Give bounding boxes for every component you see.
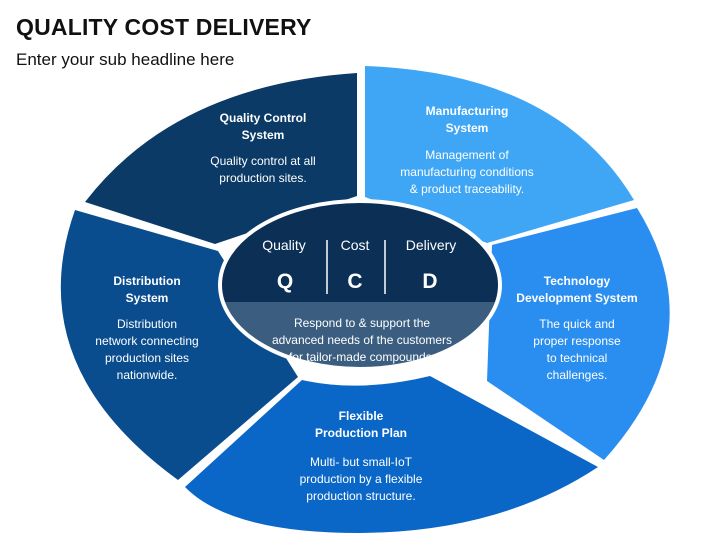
quality-control-body: Quality control at all [210,154,315,168]
technology-body: proper response [533,334,621,348]
technology-body: to technical [547,351,608,365]
center-description-line: advanced needs of the customers [272,333,452,347]
flexible-body: production structure. [306,489,415,503]
quality-control-title: Quality Control [220,111,307,125]
distribution-body: production sites [105,351,189,365]
flexible-body: production by a flexible [300,472,423,486]
technology-body: challenges. [547,368,608,382]
page-title: QUALITY COST DELIVERY [16,14,312,40]
flexible-title: Flexible [339,409,384,423]
technology-title: Development System [516,291,637,305]
center-letter-d: D [422,270,437,293]
flexible-body: Multi- but small-IoT [310,455,413,469]
center-description-line: for tailor-made compounds. [289,350,435,364]
distribution-body: network connecting [95,334,198,348]
quality-control-body: production sites. [219,171,306,185]
page-subtitle: Enter your sub headline here [16,50,235,69]
distribution-title: Distribution [113,274,180,288]
manufacturing-title: System [446,121,489,135]
center-letter-c: C [347,270,362,293]
manufacturing-body: manufacturing conditions [400,165,533,179]
technology-body: The quick and [539,317,614,331]
center-description-line: Respond to & support the [294,316,430,330]
technology-title: Technology [544,274,611,288]
segment-flexible [185,376,598,533]
center-letter-q: Q [277,270,293,293]
distribution-body: Distribution [117,317,177,331]
distribution-title: System [126,291,169,305]
segment-quality-control [85,73,357,244]
segment-manufacturing [365,66,634,243]
manufacturing-body: & product traceability. [410,182,525,196]
quality-control-title: System [242,128,285,142]
manufacturing-title: Manufacturing [426,104,509,118]
distribution-body: nationwide. [117,368,178,382]
manufacturing-body: Management of [425,148,509,162]
segment-distribution [60,210,298,480]
center-outline [218,199,502,371]
center-label-delivery: Delivery [406,237,457,253]
segment-technology [487,208,670,460]
center-label-quality: Quality [262,237,306,253]
flexible-title: Production Plan [315,426,407,440]
center-label-cost: Cost [341,237,370,253]
